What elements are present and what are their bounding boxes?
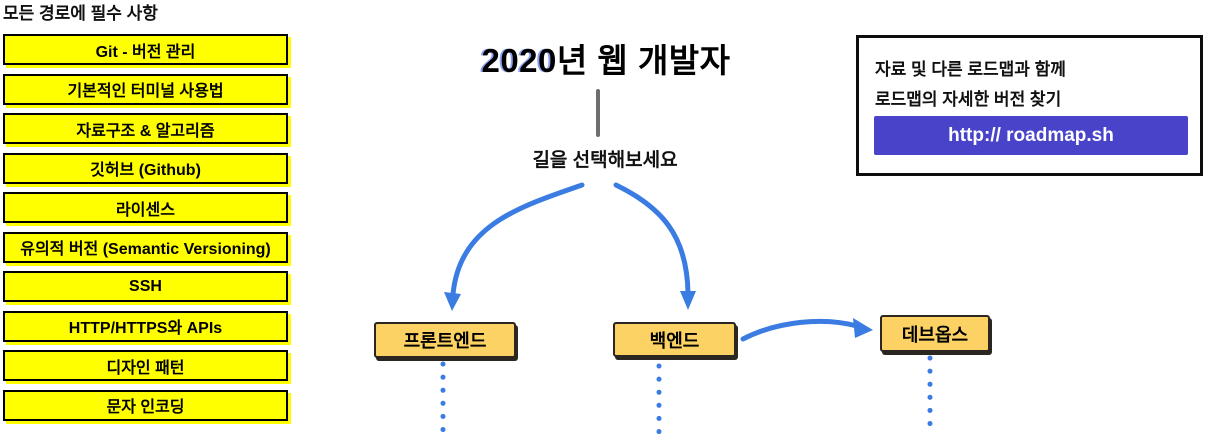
topic-github[interactable]: 깃허브 (Github) xyxy=(3,152,288,184)
topic-label: 문자 인코딩 xyxy=(106,399,185,416)
topic-label: 자료구조 & 알고리즘 xyxy=(76,122,215,140)
path-box-frontend[interactable]: 프론트엔드 xyxy=(374,322,516,358)
info-line-1: 자료 및 다른 로드맵과 함께 xyxy=(875,60,1066,79)
path-label: 프론트엔드 xyxy=(403,331,487,351)
info-line-2: 로드맵의 자세한 버전 찾기 xyxy=(875,90,1062,109)
path-box-backend[interactable]: 백엔드 xyxy=(613,322,736,357)
topic-label: Git - 버전 관리 xyxy=(95,43,196,61)
arrow-to-devops xyxy=(740,318,860,342)
topic-label: 유의적 버전 (Semantic Versioning) xyxy=(20,241,271,258)
roadmap-url-button[interactable]: http:// roadmap.sh xyxy=(874,116,1188,155)
topic-terminal[interactable]: 기본적인 터미널 사용법 xyxy=(3,73,288,105)
topic-licenses[interactable]: 라이센스 xyxy=(3,192,288,223)
path-label: 백엔드 xyxy=(649,330,700,351)
topic-ssh[interactable]: SSH xyxy=(3,271,288,302)
topic-label: 기본적인 터미널 사용법 xyxy=(67,83,224,100)
path-label: 데브옵스 xyxy=(901,324,969,345)
topic-label: 디자인 패턴 xyxy=(106,359,185,377)
arrowhead-backend-icon xyxy=(680,291,696,310)
topic-data-structures[interactable]: 자료구조 & 알고리즘 xyxy=(3,113,288,144)
required-topics-column: 모든 경로에 필수 사항 Git - 버전 관리 기본적인 터미널 사용법 자료… xyxy=(3,4,288,429)
info-box: 자료 및 다른 로드맵과 함께 로드맵의 자세한 버전 찾기 http:// r… xyxy=(856,35,1203,176)
info-text: 자료 및 다른 로드맵과 함께 로드맵의 자세한 버전 찾기 xyxy=(875,55,1066,115)
topic-http-apis[interactable]: HTTP/HTTPS와 APIs xyxy=(3,310,288,342)
topic-label: SSH xyxy=(129,277,162,295)
title-year: 2020 xyxy=(481,42,557,79)
topic-label: HTTP/HTTPS와 APIs xyxy=(68,320,223,337)
choose-path-label: 길을 선택해보세요 xyxy=(532,150,678,171)
title-connector-line xyxy=(596,89,600,137)
topic-design-patterns[interactable]: 디자인 패턴 xyxy=(3,350,288,381)
required-topics-heading: 모든 경로에 필수 사항 xyxy=(3,4,158,23)
path-box-devops[interactable]: 데브옵스 xyxy=(880,315,990,352)
topic-git[interactable]: Git - 버전 관리 xyxy=(3,34,288,65)
topic-label: 깃허브 (Github) xyxy=(90,162,201,179)
topic-label: 라이센스 xyxy=(116,201,175,219)
arrow-to-backend xyxy=(613,182,691,296)
topic-semantic-versioning[interactable]: 유의적 버전 (Semantic Versioning) xyxy=(3,231,288,263)
arrowhead-devops-icon xyxy=(853,318,873,338)
arrow-to-frontend xyxy=(450,182,585,297)
arrowhead-frontend-icon xyxy=(444,292,461,311)
title-rest: 년 웹 개발자 xyxy=(556,42,731,79)
topic-character-encoding[interactable]: 문자 인코딩 xyxy=(3,389,288,421)
page-title: 2020년 웹 개발자 xyxy=(420,34,792,82)
